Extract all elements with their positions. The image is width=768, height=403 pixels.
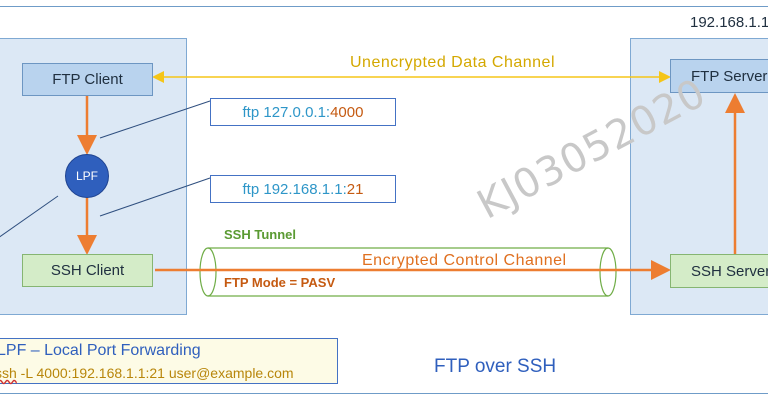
- legend-box: LPF – Local Port Forwarding ssh -L 4000:…: [0, 338, 338, 384]
- legend-title: LPF – Local Port Forwarding: [0, 342, 201, 359]
- callout-local-ip: ftp 127.0.0.1:: [242, 103, 331, 121]
- data-channel-label: Unencrypted Data Channel: [350, 54, 556, 71]
- diagram-frame: [0, 6, 768, 394]
- callout-local: ftp 127.0.0.1:4000: [210, 98, 396, 126]
- callout-remote-port: 21: [346, 180, 364, 198]
- legend-command-prefix: ssh: [0, 365, 17, 381]
- ftp-server-box: FTP Server: [670, 59, 768, 93]
- ftp-mode-label: FTP Mode = PASV: [224, 275, 336, 290]
- diagram-title: FTP over SSH: [434, 356, 557, 377]
- callout-remote: ftp 192.168.1.1:21: [210, 175, 396, 203]
- lpf-node: LPF: [65, 154, 109, 198]
- control-channel-label: Encrypted Control Channel: [362, 252, 567, 269]
- legend-command: ssh -L 4000:192.168.1.1:21 user@example.…: [0, 365, 294, 381]
- server-ip: 192.168.1.1: [690, 14, 768, 31]
- legend-command-rest: -L 4000:192.168.1.1:21 user@example.com: [16, 365, 294, 381]
- ssh-tunnel-right-end: [599, 247, 617, 297]
- callout-pointer-local: [99, 100, 211, 139]
- callout-pointer-remote: [99, 177, 211, 217]
- ssh-tunnel-pipe: [208, 247, 608, 297]
- ftp-client-box: FTP Client: [22, 63, 153, 96]
- callout-remote-ip: ftp 192.168.1.1:: [242, 180, 347, 198]
- callout-local-port: 4000: [330, 103, 364, 121]
- ssh-tunnel-left-end: [199, 247, 217, 297]
- ssh-client-box: SSH Client: [22, 254, 153, 287]
- ssh-tunnel-label: SSH Tunnel: [224, 227, 296, 242]
- legend-pointer: [0, 195, 59, 238]
- ssh-server-box: SSH Server: [670, 254, 768, 288]
